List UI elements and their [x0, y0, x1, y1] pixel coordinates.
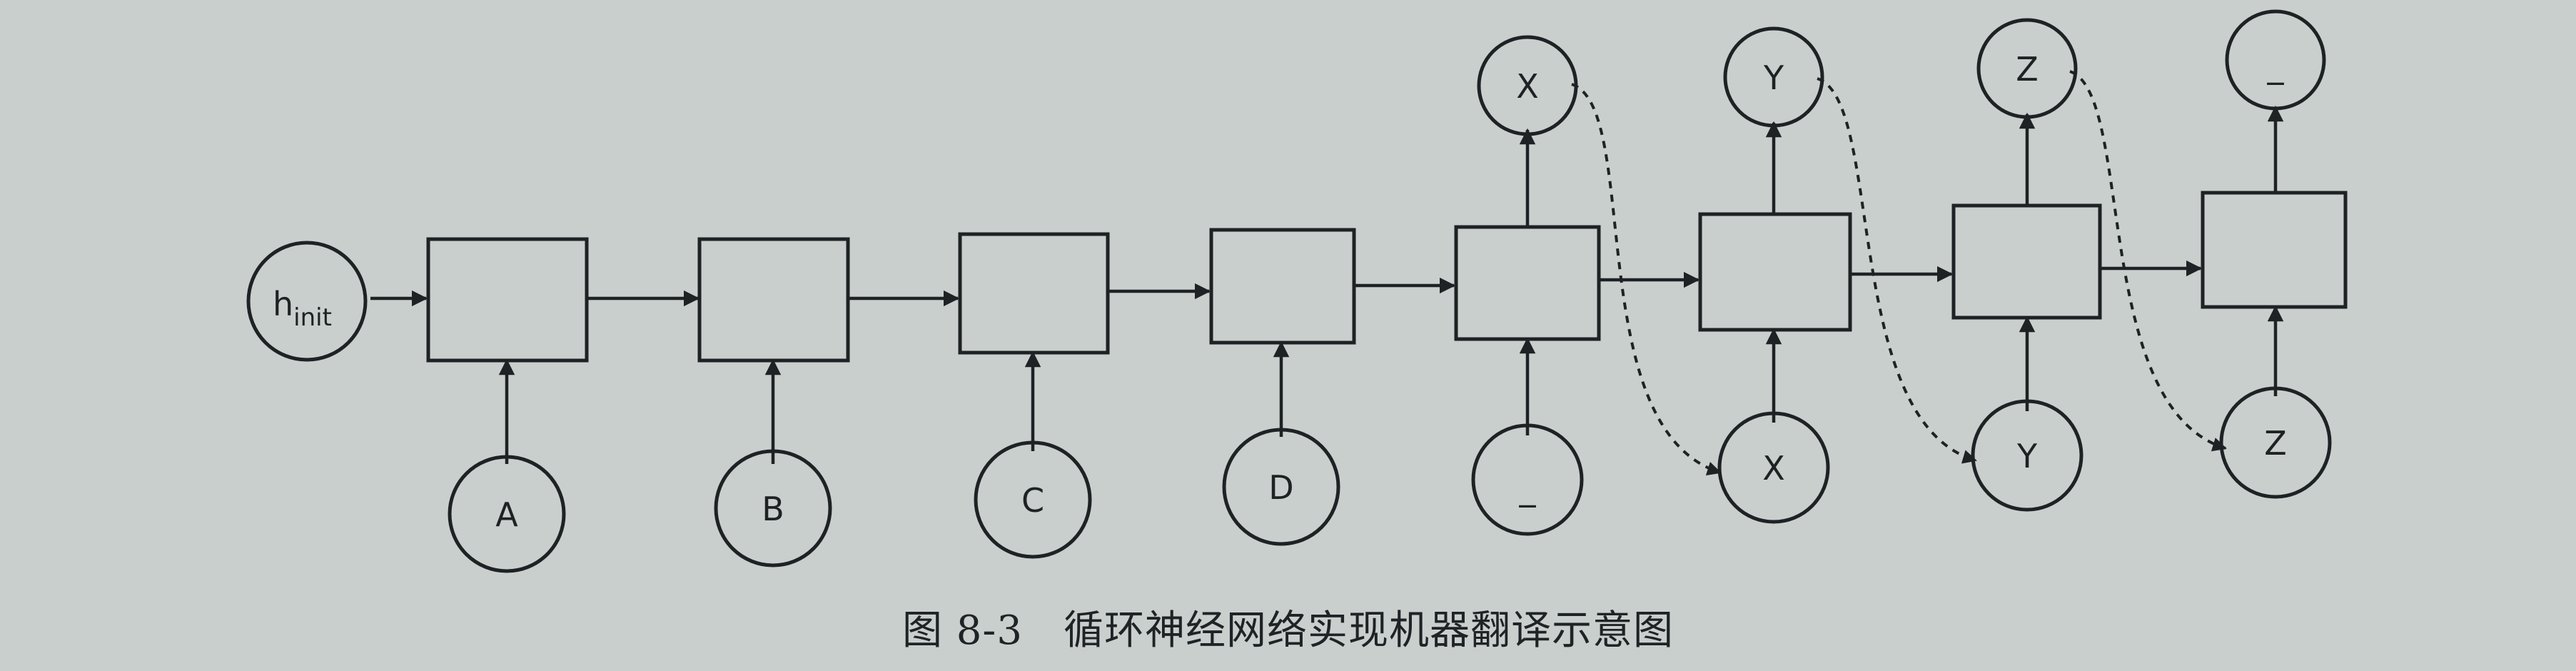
- rnn-cell-1: [426, 237, 589, 363]
- encoder-input-label: D: [1268, 468, 1293, 507]
- rnn-cell-7: [1951, 203, 2102, 320]
- decoder-output-label: Z: [2016, 50, 2039, 89]
- connections: [370, 70, 2284, 476]
- rnn-cell-2: [697, 237, 850, 363]
- encoder-input-label: A: [495, 495, 518, 534]
- feedback-output-3-to-input-dec-4: [2069, 70, 2227, 452]
- rnn-cell-5: [1454, 225, 1601, 341]
- decoder-input-label: Z: [2264, 424, 2287, 463]
- init-state-node: hinit: [246, 241, 368, 362]
- decoder-output-label: _: [2267, 46, 2285, 85]
- rnn-cell-4: [1209, 228, 1356, 345]
- svg-text:hinit: hinit: [273, 285, 332, 332]
- encoder-input-label: C: [1021, 481, 1044, 520]
- init-state-main: h: [273, 285, 293, 323]
- encoder-input-label: B: [762, 490, 784, 528]
- decoder-input-label: X: [1762, 449, 1785, 488]
- decoder-output-label: Y: [1763, 59, 1784, 97]
- figure-caption: 图 8-3 循环神经网络实现机器翻译示意图: [902, 607, 1674, 654]
- rnn-cells: [426, 191, 2348, 363]
- decoder-input-label: _: [1519, 469, 1537, 508]
- decoder-output-label: X: [1516, 67, 1539, 106]
- rnn-cell-6: [1698, 212, 1852, 332]
- init-state-sub: init: [293, 303, 332, 332]
- rnn-cell-3: [958, 232, 1110, 355]
- decoder-input-nodes: _ X Y Z: [1471, 386, 2332, 536]
- encoder-input-nodes: A B C D: [448, 428, 1340, 573]
- rnn-cell-8: [2201, 191, 2348, 309]
- decoder-input-label: Y: [2016, 437, 2038, 475]
- decoder-output-nodes: X Y Z _: [1477, 9, 2326, 136]
